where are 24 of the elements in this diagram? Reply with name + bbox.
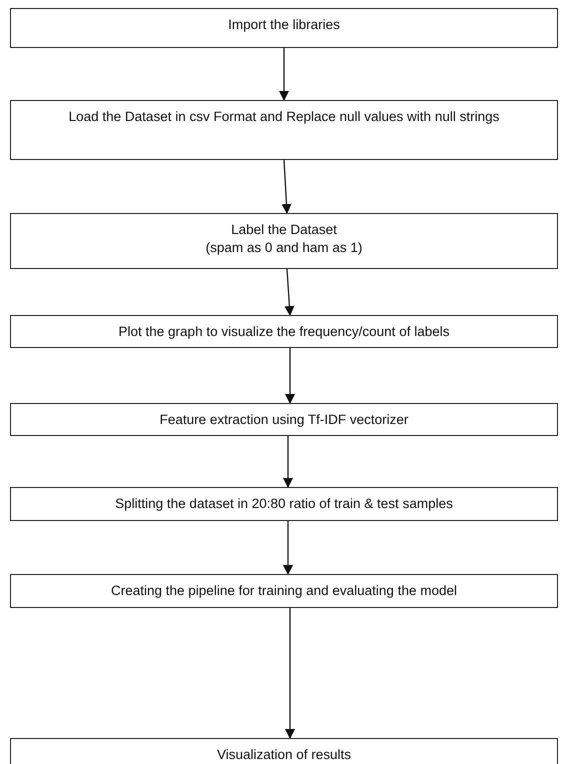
step-text: Feature extraction using Tf-IDF vectorizer xyxy=(160,411,408,429)
process-box xyxy=(10,8,558,48)
step-text: Import the libraries xyxy=(228,16,340,34)
arrow xyxy=(283,436,293,488)
step-text: Plot the graph to visualize the frequency/count of labels xyxy=(118,323,450,341)
process-box xyxy=(10,487,558,521)
arrow xyxy=(279,48,289,101)
arrow xyxy=(283,521,293,575)
step-text: (spam as 0 and ham as 1) xyxy=(206,239,362,258)
step-text: Load the Dataset in csv Format and Replace null values with null strings xyxy=(68,108,500,126)
process-box xyxy=(10,315,558,348)
process-box xyxy=(10,100,558,160)
process-box xyxy=(10,403,558,436)
process-box xyxy=(10,213,558,269)
arrow xyxy=(285,348,295,404)
step-text: Splitting the dataset in 20:80 ratio of train & test samples xyxy=(115,495,453,513)
step-text: Visualization of results xyxy=(216,746,352,764)
step-text: Creating the pipeline for training and evaluating the model xyxy=(111,582,457,600)
step-text: Label the Dataset xyxy=(231,221,337,239)
process-box xyxy=(10,738,558,764)
arrow xyxy=(284,268,294,316)
arrow xyxy=(285,608,295,739)
process-box xyxy=(10,574,558,608)
arrow xyxy=(282,160,292,214)
